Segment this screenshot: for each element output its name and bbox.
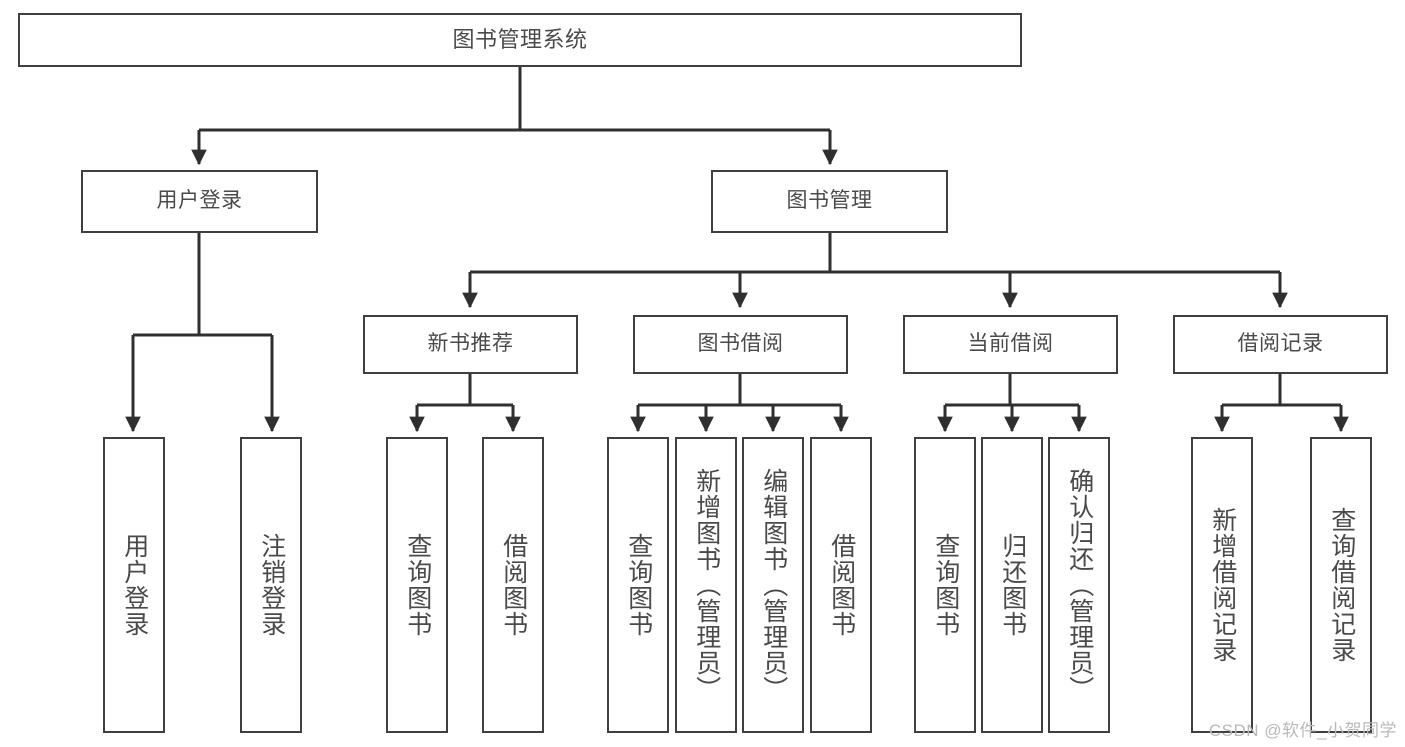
node-current-borrowing[interactable]: 当前借阅 — [903, 315, 1118, 374]
node-label: 查询图书 — [624, 533, 653, 637]
node-label: 查询图书 — [403, 533, 432, 637]
leaf-user-login-login[interactable]: 用户登录 — [103, 437, 165, 733]
node-label: 归还图书 — [998, 533, 1027, 637]
node-label: 用户登录 — [120, 533, 149, 637]
node-label: 新增图书（管理员） — [692, 468, 721, 702]
node-label: 当前借阅 — [967, 332, 1054, 356]
node-label: 编辑图书（管理员） — [759, 468, 788, 702]
leaf-book-borrow-query-books[interactable]: 查询图书 — [607, 437, 669, 733]
node-label: 图书管理 — [786, 189, 873, 213]
leaf-user-login-logout[interactable]: 注销登录 — [240, 437, 302, 733]
node-label: 借阅图书 — [499, 533, 528, 637]
watermark-text: CSDN @软件_小贺同学 — [1208, 721, 1397, 740]
node-label: 借阅图书 — [827, 533, 856, 637]
leaf-borrow-records-query-record[interactable]: 查询借阅记录 — [1310, 437, 1372, 733]
leaf-borrow-records-add-record[interactable]: 新增借阅记录 — [1191, 437, 1253, 733]
node-label: 用户登录 — [156, 189, 243, 213]
node-label: 新书推荐 — [427, 332, 514, 356]
node-book-borrowing[interactable]: 图书借阅 — [633, 315, 848, 374]
leaf-book-borrow-add-book-admin[interactable]: 新增图书（管理员） — [675, 437, 737, 733]
node-label: 查询图书 — [931, 533, 960, 637]
leaf-new-book-query-books[interactable]: 查询图书 — [386, 437, 448, 733]
leaf-book-borrow-borrow-books[interactable]: 借阅图书 — [810, 437, 872, 733]
node-root-book-management-system[interactable]: 图书管理系统 — [18, 13, 1022, 67]
node-label: 新增借阅记录 — [1208, 507, 1237, 663]
node-borrowing-records[interactable]: 借阅记录 — [1173, 315, 1388, 374]
leaf-current-borrow-return-books[interactable]: 归还图书 — [981, 437, 1043, 733]
node-label: 借阅记录 — [1237, 332, 1324, 356]
leaf-book-borrow-edit-book-admin[interactable]: 编辑图书（管理员） — [742, 437, 804, 733]
leaf-current-borrow-query-books[interactable]: 查询图书 — [914, 437, 976, 733]
leaf-new-book-borrow-books[interactable]: 借阅图书 — [482, 437, 544, 733]
node-new-book-recommendation[interactable]: 新书推荐 — [363, 315, 578, 374]
node-label: 确认归还（管理员） — [1065, 468, 1094, 702]
node-label: 注销登录 — [257, 533, 286, 637]
node-user-login[interactable]: 用户登录 — [81, 170, 318, 233]
leaf-current-borrow-confirm-return-admin[interactable]: 确认归还（管理员） — [1048, 437, 1110, 733]
node-label: 图书管理系统 — [452, 27, 588, 53]
node-book-management[interactable]: 图书管理 — [711, 170, 948, 233]
node-label: 图书借阅 — [697, 332, 784, 356]
node-label: 查询借阅记录 — [1327, 507, 1356, 663]
